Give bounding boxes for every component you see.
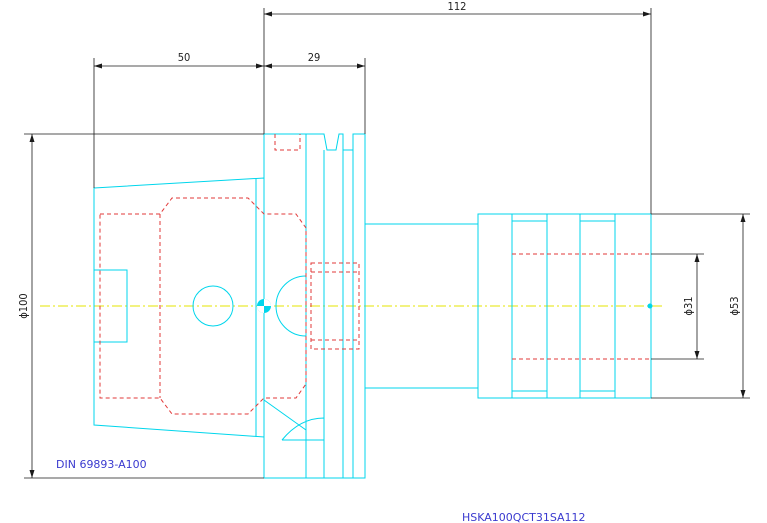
dimension-phi53: ϕ53 <box>651 213 750 399</box>
hsk-taper-outline <box>93 177 265 438</box>
dimension-phi31: ϕ31 <box>651 253 704 360</box>
dimension-29-label: 29 <box>308 51 321 64</box>
dimension-phi100-label: ϕ100 <box>17 293 30 318</box>
collar-outline <box>263 133 366 479</box>
dimension-50-label: 50 <box>178 51 191 64</box>
dimension-29: 29 <box>264 51 366 134</box>
dimension-112: 112 <box>263 0 652 214</box>
datum-marker <box>257 299 653 313</box>
part-number-label: HSKA100QCT31SA112 <box>462 511 586 523</box>
hidden-lines <box>99 134 651 415</box>
dimension-50: 50 <box>93 51 264 188</box>
dimension-phi100: ϕ100 <box>17 133 264 479</box>
standard-label: DIN 69893-A100 <box>56 458 147 471</box>
dimension-112-label: 112 <box>448 0 467 13</box>
dimension-phi31-label: ϕ31 <box>682 296 695 315</box>
dimension-phi53-label: ϕ53 <box>728 296 741 315</box>
